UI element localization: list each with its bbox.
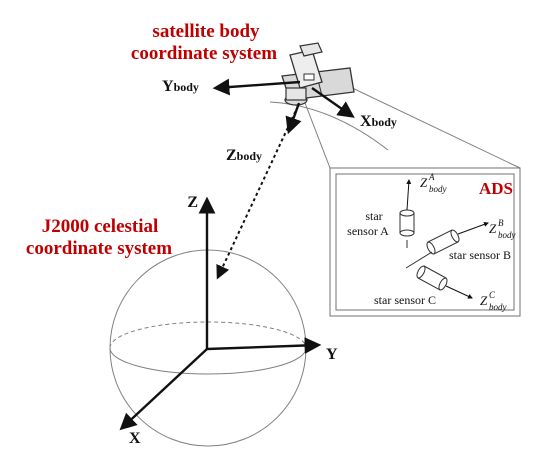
z-body-a-sub: body [429, 184, 447, 194]
ads-panel-frame [329, 167, 521, 317]
star-sensor-c-icon [416, 265, 448, 291]
x-body-axis [311, 87, 355, 118]
sensor-a-label-line2: sensor A [347, 224, 389, 238]
z-body-c-sub: body [489, 302, 507, 312]
z-body-c-sup: C [489, 290, 496, 300]
y-inertial-axis [206, 337, 322, 354]
ads-panel: ADS Z A body star sensor A Z B body star… [329, 167, 521, 317]
orbit-arc [269, 101, 389, 151]
z-body-label: Zbody [226, 147, 262, 164]
j2000-label-line2: coordinate system [26, 238, 172, 259]
star-sensor-b-icon [426, 229, 460, 255]
z-body-b-label: Z [489, 221, 497, 236]
ads-title: ADS [479, 179, 513, 198]
z-body-a-label: Z [420, 175, 428, 190]
z-inertial-label: Z [187, 194, 198, 211]
z-body-a-axis [406, 179, 412, 211]
sensor-c-label: star sensor C [374, 293, 436, 307]
x-inertial-axis [119, 348, 208, 431]
sensor-b-label: star sensor B [449, 248, 511, 262]
star-sensor-a-icon [399, 209, 415, 237]
z-body-b-sub: body [498, 230, 516, 240]
z-body-b-sup: B [498, 218, 504, 228]
z-body-c-label: Z [480, 293, 488, 308]
zoom-line-bottom [304, 102, 331, 169]
z-body-c-axis [445, 285, 473, 299]
z-body-b-axis [457, 222, 489, 235]
y-body-label: Ybody [162, 78, 199, 95]
sensor-link-line [405, 251, 433, 269]
line-of-sight-dotted [216, 105, 299, 280]
j2000-label-line1: J2000 celestial [42, 216, 159, 237]
ads-panel-inner-frame [335, 173, 515, 311]
satellite-label-line1: satellite body [152, 21, 260, 42]
z-body-a-sup: A [428, 172, 435, 182]
x-inertial-label: X [129, 430, 141, 447]
y-inertial-label: Y [326, 346, 338, 363]
satellite-icon [281, 42, 355, 106]
x-body-label: Xbody [360, 113, 397, 130]
satellite-label-line2: coordinate system [131, 43, 277, 64]
y-body-axis [212, 78, 301, 96]
zoom-line-top [343, 83, 521, 169]
sensor-a-label-line1: star [365, 209, 382, 223]
